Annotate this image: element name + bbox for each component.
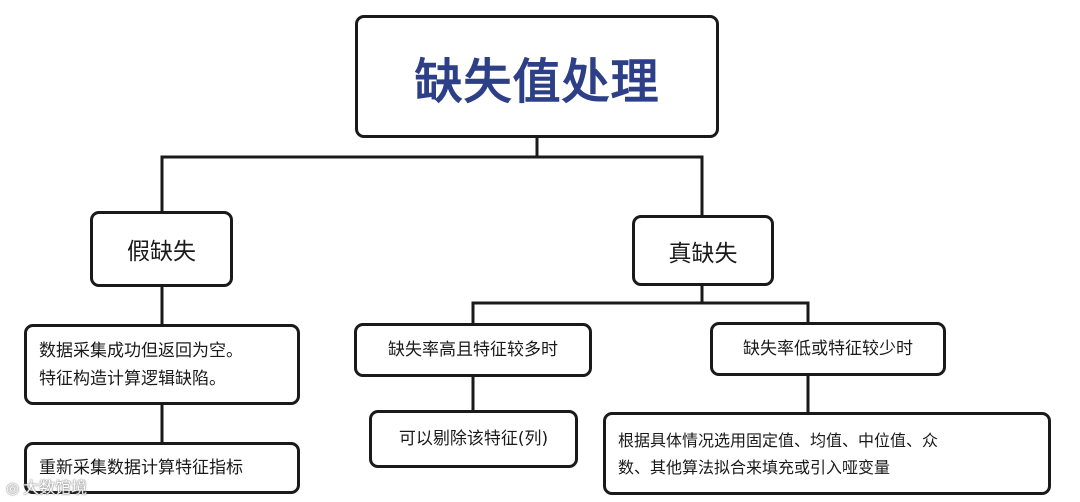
cause-line-2: 特征构造计算逻辑缺陷。 xyxy=(39,368,226,389)
high-rate-node: 缺失率高且特征较多时 xyxy=(354,323,592,377)
cause-line-1: 数据采集成功但返回为空。 xyxy=(39,340,243,361)
low-rate-label: 缺失率低或特征较少时 xyxy=(743,339,913,359)
true-missing-label: 真缺失 xyxy=(668,240,738,267)
impute-line-1: 根据具体情况选用固定值、均值、中位值、众 xyxy=(618,430,939,450)
camera-icon: ◎ xyxy=(6,479,20,497)
watermark-text: 大数馆境 xyxy=(23,478,88,497)
true-missing-node: 真缺失 xyxy=(632,215,774,286)
drop-feature-node: 可以剔除该特征(列) xyxy=(369,410,578,468)
drop-feature-label: 可以剔除该特征(列) xyxy=(398,429,549,449)
root-title: 缺失值处理 xyxy=(414,53,660,110)
false-missing-cause-node: 数据采集成功但返回为空。 特征构造计算逻辑缺陷。 xyxy=(24,324,300,405)
false-missing-label: 假缺失 xyxy=(127,239,196,265)
impute-node: 根据具体情况选用固定值、均值、中位值、众 数、其他算法拟合来填充或引入哑变量 xyxy=(603,412,1051,495)
high-rate-label: 缺失率高且特征较多时 xyxy=(388,340,558,360)
watermark: ◎大数馆境 xyxy=(6,474,87,498)
root-node: 缺失值处理 xyxy=(355,15,719,138)
impute-line-2: 数、其他算法拟合来填充或引入哑变量 xyxy=(618,457,891,477)
low-rate-node: 缺失率低或特征较少时 xyxy=(710,322,946,376)
false-missing-action-node: 重新采集数据计算特征指标 xyxy=(24,442,300,494)
recollect-action-label: 重新采集数据计算特征指标 xyxy=(39,458,243,478)
false-missing-node: 假缺失 xyxy=(90,211,233,287)
